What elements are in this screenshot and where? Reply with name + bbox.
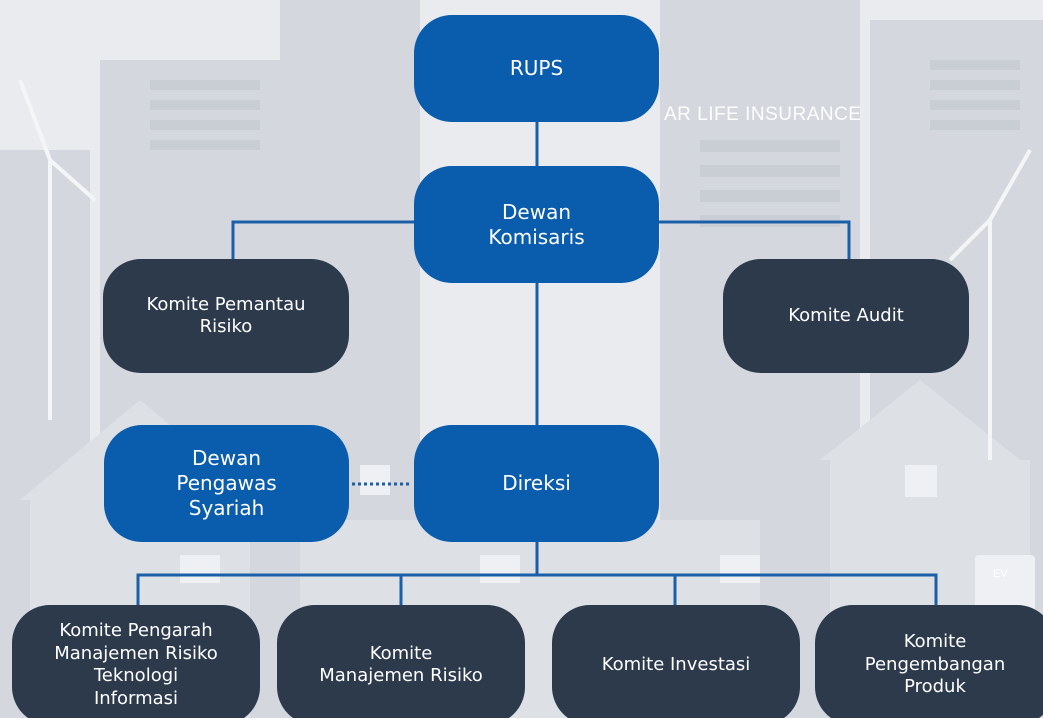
node-rups-label: RUPS bbox=[509, 56, 564, 80]
node-komite-audit-label: Komite Audit bbox=[788, 304, 904, 326]
node-dewan-pengawas-syariah-label: Dewan Pengawas Syariah bbox=[176, 446, 277, 520]
node-komite-pemantau-risiko: Komite Pemantau Risiko bbox=[103, 259, 349, 373]
connector-direksi-bus bbox=[136, 573, 938, 611]
node-komite-manajemen-risiko-label: Komite Manajemen Risiko bbox=[319, 642, 483, 687]
node-direksi-label: Direksi bbox=[502, 471, 571, 495]
node-dewan-pengawas-syariah: Dewan Pengawas Syariah bbox=[104, 425, 349, 542]
node-dewan-komisaris: Dewan Komisaris bbox=[414, 166, 659, 283]
node-dewan-komisaris-label: Dewan Komisaris bbox=[488, 199, 585, 249]
node-komite-investasi: Komite Investasi bbox=[552, 605, 800, 718]
node-komite-investasi-label: Komite Investasi bbox=[601, 653, 751, 675]
ev-badge-text: EV bbox=[993, 568, 1008, 580]
node-rups: RUPS bbox=[414, 15, 659, 122]
node-komite-pengembangan-produk-label: Komite Pengembangan Produk bbox=[864, 631, 1006, 698]
node-direksi: Direksi bbox=[414, 425, 659, 542]
background-watermark-text: AR LIFE INSURANCE bbox=[664, 104, 862, 125]
node-komite-pengembangan-produk: Komite Pengembangan Produk bbox=[815, 605, 1043, 718]
node-komite-pengarah-mr-ti-label: Komite Pengarah Manajemen Risiko Teknolo… bbox=[54, 620, 218, 709]
node-komite-manajemen-risiko: Komite Manajemen Risiko bbox=[277, 605, 525, 718]
node-komite-pengarah-mr-ti: Komite Pengarah Manajemen Risiko Teknolo… bbox=[12, 605, 260, 718]
node-komite-pemantau-risiko-label: Komite Pemantau Risiko bbox=[146, 293, 306, 338]
node-komite-audit: Komite Audit bbox=[723, 259, 969, 373]
